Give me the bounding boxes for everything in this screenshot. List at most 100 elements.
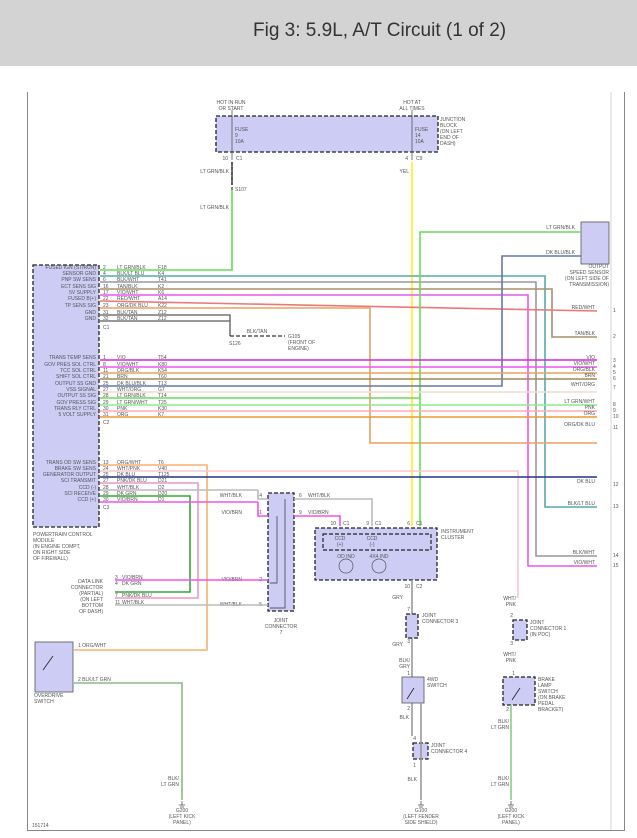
pcm-pin-number: 31 (103, 412, 109, 418)
continuation-ref: 15 (613, 563, 619, 569)
ground-location: (LEFT KICK (169, 814, 197, 820)
continuation-ref: 13 (613, 504, 619, 510)
wire-label: VIO/BRN (221, 510, 242, 516)
ccd-minus-label: (-) (370, 542, 375, 548)
junction-block-label: DASH) (440, 141, 456, 147)
wire-sci-transmit (100, 482, 199, 599)
wire-label: BLK/WHT (117, 277, 139, 283)
continuation-wire-label: TAN/BLK (575, 331, 596, 337)
junction-block-label: END OF (440, 135, 459, 141)
pcm-pin-name: TRANS TEMP SENS (49, 355, 97, 361)
pcm-pin-number: 8 (103, 362, 106, 368)
circuit-label: K2 (158, 284, 164, 290)
wire-label: PNK (506, 602, 517, 608)
instrument-cluster-label: CLUSTER (441, 535, 465, 541)
continuation-ref: 1 (613, 308, 616, 314)
wire-label: BLK/ (498, 719, 509, 725)
continuation-ref: 8 (613, 402, 616, 408)
wire-label: DK BLU/BLK (117, 381, 147, 387)
circuit-label: T14 (158, 393, 167, 399)
continuation-wire-label: RED/WHT (572, 305, 595, 311)
dlc-pin-number: 7 (115, 593, 118, 599)
wire-sci-receive (100, 495, 191, 593)
fuse-14-label: 10A (415, 139, 425, 145)
wire-label: LT GRN/BLK (200, 205, 229, 211)
figure-id: 151714 (32, 823, 49, 829)
continuation-ref: 6 (613, 376, 616, 382)
fourwd-switch-label: 4WD (427, 677, 439, 683)
joint-connector-1 (512, 619, 528, 641)
pcm-pin-number: 13 (103, 460, 109, 466)
pcm-pin-name: FUSED B(+) (68, 296, 96, 302)
joint-connector-3-label: JOINT (422, 613, 436, 619)
continuation-ref: 4 (613, 364, 616, 370)
wire-label: WHT/ (503, 596, 516, 602)
pin-label: 10 (330, 521, 336, 527)
circuit-label: T54 (158, 355, 167, 361)
data-link-connector-label: (ON LEFT (80, 597, 103, 603)
wire-ect-sens (100, 288, 597, 338)
circuit-label: K54 (158, 368, 167, 374)
circuit-label: Z12 (158, 310, 167, 316)
jc7-bus-b (270, 516, 278, 584)
wire-label: BLK/ (399, 658, 410, 664)
pcm-pin-name: OUTPUT SS SIG (57, 393, 96, 399)
supply-label: OR START (219, 106, 244, 112)
pcm-pin-number: 27 (103, 387, 109, 393)
pin-label: 2 (407, 706, 410, 712)
pcm-pin-name: TRANS RLY CTRL (54, 406, 96, 412)
4x4-indicator-lamp (371, 558, 387, 574)
wire-label: RED/WHT (117, 296, 140, 302)
joint-connector-4-label: JOINT (431, 743, 445, 749)
continuation-ref: 7 (613, 385, 616, 391)
wire-label: LT GRN (161, 782, 179, 788)
circuit-label: G7 (158, 387, 165, 393)
pcm-pin-name: SHIFT SOL CTRL (56, 374, 96, 380)
output-speed-sensor-label: SPEED SENSOR (570, 270, 610, 276)
junction-block-label: JUNCTION (440, 117, 466, 123)
wire-fused-ign (100, 190, 233, 271)
data-link-connector-label: BOTTOM (82, 603, 103, 609)
circuit-label: K30 (158, 406, 167, 412)
continuation-wire-label: VIO/WHT (574, 560, 595, 566)
ground-g105-label: G105 (288, 334, 300, 340)
pcm-label: OF FIREWALL) (33, 556, 68, 562)
pcm-pin-name: GOV PRESS SIG (57, 400, 97, 406)
wire-label: LT GRN/WHT (117, 400, 148, 406)
pcm-label: ON RIGHT SIDE (33, 550, 71, 556)
continuation-wire-label: VIO/WHT (574, 361, 595, 367)
splice-label: S126 (229, 341, 241, 347)
dlc-wire-label: WHT/BLK (122, 600, 145, 606)
junction-block-label: BLOCK (440, 123, 458, 129)
connector-label: C1 (375, 521, 382, 527)
pcm-label: (IN ENGINE COMPT, (33, 544, 81, 550)
continuation-ref: 5 (613, 370, 616, 376)
pcm-pin-name: BRAKE SW SENS (55, 466, 97, 472)
overdrive-switch-label: OVERDRIVE (34, 693, 64, 699)
data-link-connector-label: DATA LINK (78, 579, 103, 585)
pcm-pin-number: 2 (103, 265, 106, 271)
splice-label: S107 (235, 187, 247, 193)
supply-label: ALL TIMES (399, 106, 425, 112)
circuit-label: V40 (158, 466, 167, 472)
connector-label: C3 (103, 505, 110, 511)
continuation-wire-label: WHT/ORG (571, 382, 595, 388)
continuation-ref: 2 (613, 334, 616, 340)
wire-label: ORG/DK BLU (117, 303, 148, 309)
junction-block (215, 115, 439, 153)
wire-label: BRN (117, 374, 128, 380)
pcm-pin-number: 23 (103, 303, 109, 309)
wire-label: YEL (400, 169, 410, 175)
pin-label: 10 (404, 584, 410, 590)
fuse-14-label: 14 (415, 133, 421, 139)
fourwd-switch-contact (406, 687, 415, 700)
pin-label: 9 (366, 521, 369, 527)
pcm-pin-number: 11 (103, 368, 108, 374)
dlc-pin-number: 11 (115, 600, 120, 606)
pin-label: 4 (413, 736, 416, 742)
pcm-pin-number: 30 (103, 406, 109, 412)
4x4-indicator-label: 4X4 IND (370, 554, 389, 560)
joint-connector-1-label: JOINT (530, 620, 544, 626)
wire-label: BLK/TAN (117, 310, 138, 316)
